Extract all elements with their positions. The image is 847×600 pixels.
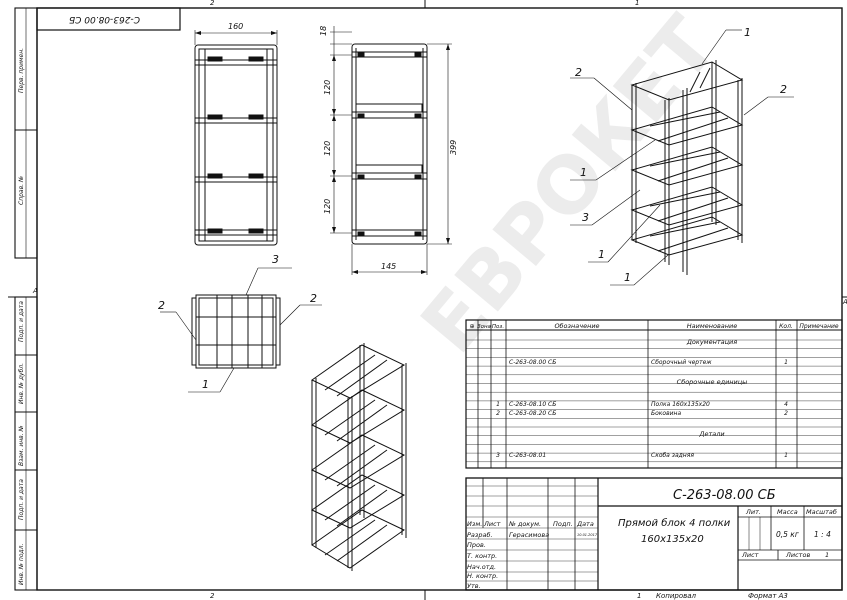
rotated-designation-box: С-263-08.00 СБ (36, 7, 181, 31)
rotated-designation: С-263-08.00 СБ (69, 14, 140, 24)
spec-row-qty: 1 (784, 359, 788, 366)
tb-role: Н. контр. (467, 572, 498, 580)
scale-label: Масштаб (806, 508, 837, 516)
spec-section-title: Сборочные единицы (677, 378, 748, 386)
strip-label-vzam-inv: Взам. инв. № (18, 425, 25, 466)
dim-gap-3: 120 (323, 199, 332, 214)
spec-row-pos: 2 (496, 410, 500, 417)
tb-role: Нач.отд. (467, 563, 496, 571)
dim-depth: 145 (381, 262, 396, 271)
spec-row-pos: 1 (496, 401, 500, 408)
dim-height: 399 (449, 140, 458, 155)
tb-role: Разраб. (467, 531, 493, 539)
iso-view-main (570, 29, 794, 286)
copied-label: Копировал (656, 592, 697, 600)
spec-header-4: Наименование (687, 322, 738, 330)
callout-iso-1-bottom: 1 (624, 271, 631, 284)
title-block (465, 477, 843, 591)
dim-top: 18 (319, 26, 328, 36)
spec-header-6: Примечание (799, 323, 838, 330)
lit-label: Лит. (745, 508, 761, 516)
tb-date: 10.01.2017 (577, 533, 598, 537)
tb-col-header: Подп. (553, 520, 573, 528)
spec-header-2: Поз. (492, 324, 504, 330)
sheets-value: 1 (825, 551, 829, 559)
spec-row-designation: С-263-08.01 (509, 452, 546, 459)
tb-role: Т. контр. (467, 552, 497, 560)
tb-role: Пров. (467, 541, 486, 549)
spec-table (465, 319, 843, 469)
spec-row-designation: С-263-08.10 СБ (509, 401, 556, 408)
strip-label-podp-data-2: Подп. и дата (18, 479, 25, 520)
strip-label-podp-data-1: Подп. и дата (18, 301, 25, 342)
spec-row-pos: 3 (496, 452, 500, 459)
tb-col-header: № докум. (508, 520, 541, 528)
left-strip: Перв. примен. Справ. № Подп. и дата Инв.… (14, 7, 38, 591)
tb-role: Утв. (467, 582, 481, 590)
spec-row-name: Скоба задняя (651, 452, 694, 459)
title-designation: С-263-08.00 СБ (673, 488, 776, 503)
dim-gap-2: 120 (323, 141, 332, 156)
spec-header-3: Обозначение (554, 322, 599, 330)
tb-col-header: Дата (576, 520, 594, 528)
strip-label-inv-podl: Инв. № подл. (18, 544, 25, 585)
zone-bottom-2: 2 (210, 592, 215, 600)
zone-side-a-right: A (842, 298, 847, 306)
strip-label-sprav: Справ. № (18, 176, 25, 205)
spec-row-name: Полка 160х135х20 (651, 401, 710, 408)
dim-gap-1: 120 (323, 80, 332, 95)
scale-value: 1 : 4 (814, 530, 831, 539)
spec-header-5: Кол. (779, 323, 793, 330)
strip-label-inv-dubl: Инв. № дубл. (18, 363, 25, 404)
watermark: ЕВРОКЕТ (405, 1, 735, 370)
callout-iso-2-right: 2 (780, 83, 787, 96)
callout-iso-1-low: 1 (598, 248, 605, 261)
callout-iso-1-mid: 1 (580, 166, 587, 179)
spec-row-name: Боковина (651, 410, 681, 417)
spec-row-qty: 2 (784, 410, 788, 417)
callout-iso-2-left: 2 (575, 66, 582, 79)
title-name-line2: 160х135х20 (641, 534, 704, 545)
spec-row-qty: 4 (784, 401, 788, 408)
sheet-label: Лист (741, 551, 759, 559)
spec-section-title: Детали (698, 430, 724, 438)
callout-top-2-right: 2 (310, 292, 317, 305)
side-view (330, 26, 452, 275)
spec-row-designation: С-263-08.20 СБ (509, 410, 556, 417)
callout-iso-1-top: 1 (744, 26, 751, 39)
callout-top-3: 3 (272, 253, 279, 266)
mass-value: 0,5 кг (776, 530, 799, 539)
spec-section-title: Документация (686, 338, 737, 346)
tb-col-header: Лист (483, 520, 501, 528)
spec-row-designation: С-263-08.00 СБ (509, 359, 556, 366)
strip-label-perv-primen: Перв. примен. (18, 48, 25, 93)
front-view (194, 30, 278, 246)
top-view (160, 267, 322, 393)
format-label: Формат А3 (748, 592, 788, 600)
spec-row-name: Сборочный чертеж (651, 359, 712, 366)
tb-developer: Герасимова (509, 531, 549, 539)
callout-top-2-left: 2 (158, 299, 165, 312)
zone-side-a: A (32, 287, 38, 295)
spec-row-qty: 1 (784, 452, 788, 459)
spec-header-1: Зона (477, 324, 491, 330)
mass-label: Масса (777, 508, 798, 516)
zone-top-2: 2 (210, 0, 215, 7)
title-name-line1: Прямой блок 4 полки (618, 517, 731, 529)
zone-top-1: 1 (635, 0, 639, 7)
tb-col-header: Изм. (467, 520, 482, 528)
spec-format-symbol: ⊕ (469, 323, 474, 330)
zone-bottom-1: 1 (637, 592, 641, 600)
callout-iso-3: 3 (582, 211, 589, 224)
sheets-label: Листов (785, 551, 810, 559)
callout-top-1: 1 (202, 378, 209, 391)
dim-width: 160 (228, 22, 243, 31)
iso-view-large (311, 343, 407, 571)
